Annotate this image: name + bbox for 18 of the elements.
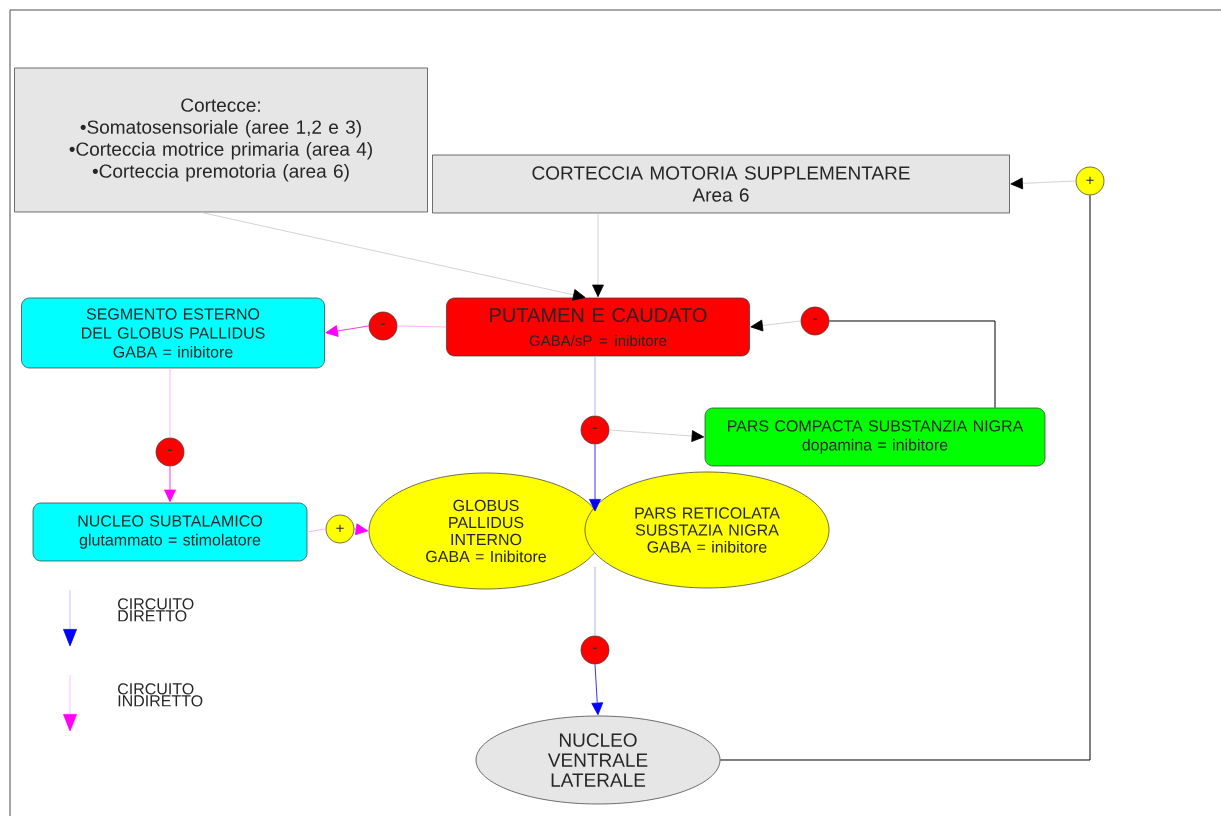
arrow — [589, 443, 601, 512]
arrow — [608, 429, 705, 442]
arrow — [591, 663, 604, 716]
arrow — [200, 211, 586, 301]
nucleus-box: PUTAMEN E CAUDATO GABA/sP = inibitore — [446, 297, 750, 357]
arrow — [1010, 177, 1077, 190]
arrow — [592, 212, 604, 298]
legend-label: CIRCUITO INDIRETTO — [118, 683, 203, 707]
nucleus-box: SEGMENTO ESTERNO DEL GLOBUS PALLIDUS GABA = inibitore — [21, 297, 325, 369]
arrow — [750, 319, 802, 332]
area-box: Cortecce: •Somatosensoriale (aree 1,2 e 3) •Corteccia motrice primaria (area 4) •Corteccia premotoria (area 6) — [14, 67, 428, 213]
arrow — [353, 523, 369, 536]
arrow — [325, 325, 370, 337]
area-box: CORTECCIA MOTORIA SUPPLEMENTARE Area 6 — [432, 154, 1010, 214]
arrow — [164, 465, 176, 503]
legend-label: CIRCUITO DIRETTO — [118, 598, 194, 622]
nucleus-box: NUCLEO SUBTALAMICO glutammato = stimolatore — [32, 502, 308, 562]
nucleus-box: PARS COMPACTA SUBSTANZIA NIGRA dopamina = inibitore — [704, 407, 1046, 467]
